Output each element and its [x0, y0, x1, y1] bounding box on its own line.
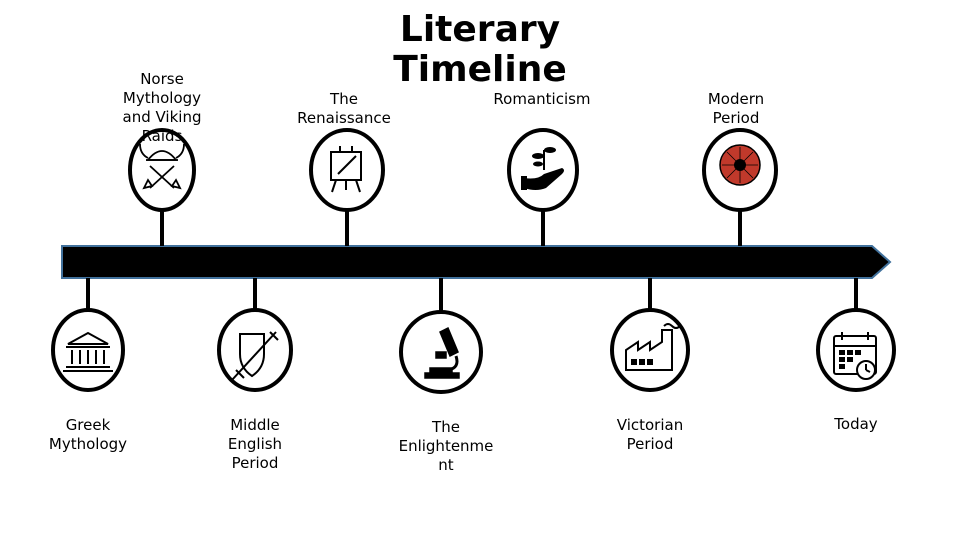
label-victorian: Victorian Period	[616, 416, 684, 453]
connector-enlightenment	[439, 278, 443, 312]
factory-icon	[625, 323, 681, 371]
label-romanticism: Romanticism	[493, 90, 591, 108]
node-enlightenment	[399, 310, 483, 394]
node-greek-mythology	[51, 308, 125, 392]
node-middle-english	[217, 308, 293, 392]
connector-romanticism	[541, 210, 545, 246]
node-victorian	[610, 308, 690, 392]
connector-norse	[160, 210, 164, 246]
microscope-icon	[424, 326, 460, 379]
timeline-arrow-bar	[61, 245, 892, 279]
label-renaissance: The Renaissance	[297, 90, 391, 127]
hand-sprout-icon	[521, 147, 564, 190]
node-renaissance	[309, 128, 385, 212]
label-middle-english: Middle English Period	[227, 416, 283, 472]
shield-sword-icon	[231, 331, 279, 381]
connector-modern	[738, 210, 742, 246]
node-romanticism	[507, 128, 579, 212]
label-greek-mythology: Greek Mythology	[48, 416, 128, 453]
connector-today	[854, 278, 858, 312]
label-today: Today	[834, 415, 878, 433]
connector-greek	[86, 278, 90, 312]
connector-middle-english	[253, 278, 257, 312]
poppy-icon	[719, 144, 761, 186]
node-today	[816, 308, 896, 392]
greek-temple-icon	[63, 331, 113, 372]
viking-helmet-icon	[139, 143, 185, 190]
painting-easel-icon	[330, 146, 362, 193]
calendar-clock-icon	[833, 332, 877, 380]
connector-victorian	[648, 278, 652, 312]
label-enlightenment: The Enlightenme nt	[398, 418, 494, 474]
label-norse-mythology: Norse Mythology and Viking Raids	[122, 70, 202, 145]
slide-title: Literary Timeline	[393, 9, 567, 90]
label-modern: Modern Period	[707, 90, 765, 127]
node-norse-mythology	[128, 128, 196, 212]
node-modern	[702, 128, 778, 212]
connector-renaissance	[345, 210, 349, 246]
